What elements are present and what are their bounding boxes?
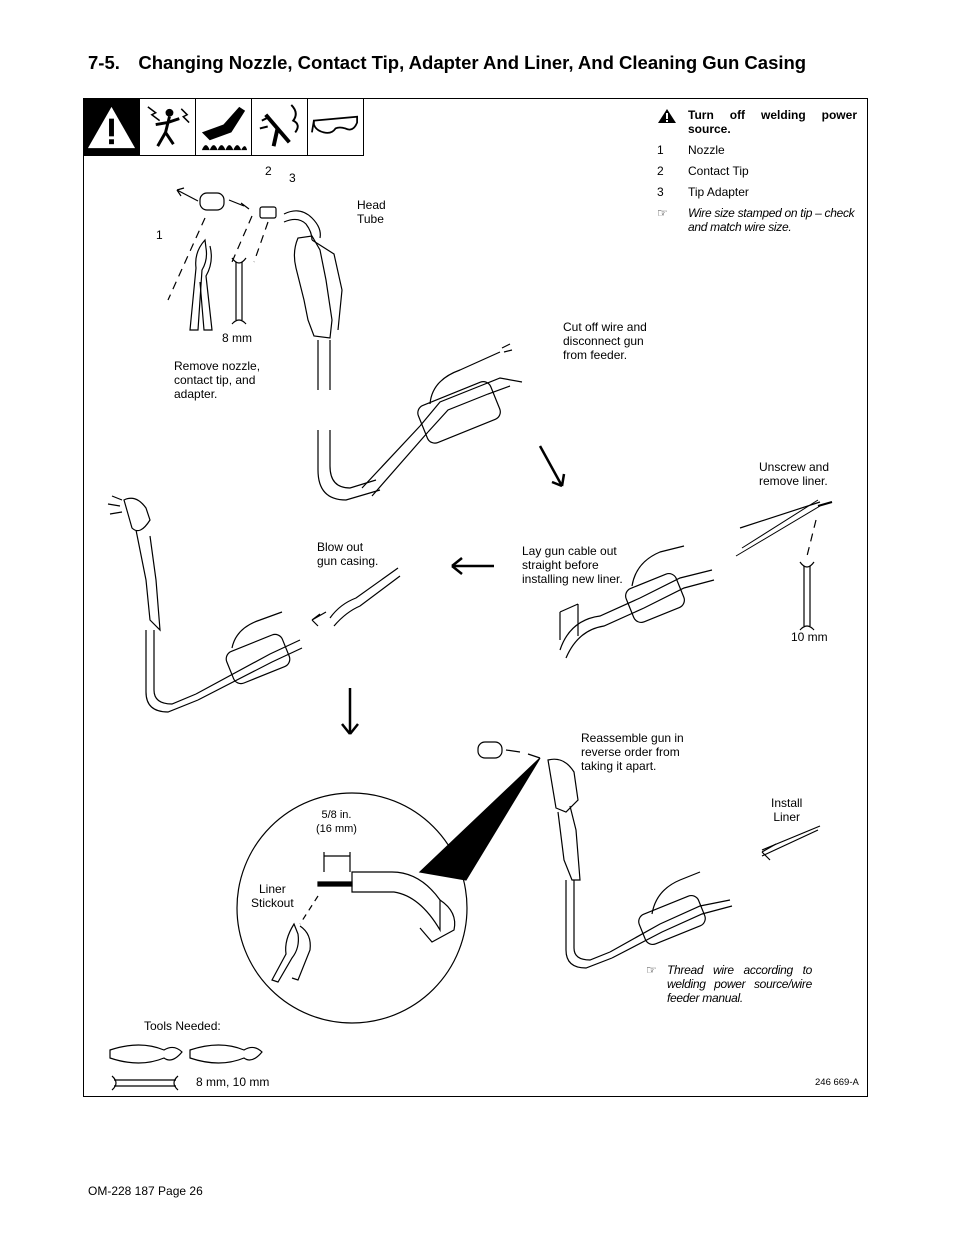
pointing-hand-icon: ☞: [646, 963, 657, 977]
electric-shock-icon: [140, 99, 196, 156]
legend-item: 2 Contact Tip: [657, 164, 857, 178]
install-liner-label: Install Liner: [771, 796, 803, 824]
stickout-dimension-label: 5/8 in. (16 mm): [316, 809, 357, 835]
remove-parts-label: Remove nozzle, contact tip, and adapter.: [174, 359, 261, 401]
unscrew-liner-label: Unscrew and remove liner.: [759, 460, 830, 488]
legend-label: Tip Adapter: [688, 185, 749, 199]
legend-num: 1: [657, 143, 664, 157]
figure-number: 246 669-A: [815, 1077, 859, 1088]
wrench-10mm-label: 10 mm: [791, 630, 828, 644]
thread-wire-note: ☞ Thread wire according to welding power…: [646, 963, 812, 1005]
legend-label: Contact Tip: [688, 164, 749, 178]
callout-3: 3: [289, 171, 296, 185]
legend-item: 1 Nozzle: [657, 143, 857, 157]
safety-icon-strip: [84, 99, 364, 156]
warning-small-icon: [657, 108, 688, 136]
legend: Turn off welding power source. 1 Nozzle …: [657, 108, 857, 241]
burn-hazard-icon: [252, 99, 308, 156]
wrench-8mm-label: 8 mm: [222, 331, 252, 345]
pointing-hand-icon: ☞: [657, 206, 668, 220]
cut-off-wire-label: Cut off wire and disconnect gun from fee…: [563, 320, 647, 362]
page-footer: OM-228 187 Page 26: [88, 1184, 203, 1198]
hot-parts-icon: [196, 99, 252, 156]
tool-sizes-label: 8 mm, 10 mm: [196, 1075, 270, 1089]
blow-out-label: Blow out gun casing.: [317, 540, 379, 568]
legend-num: 2: [657, 164, 664, 178]
legend-num: 3: [657, 185, 664, 199]
figure-frame: [83, 98, 868, 1097]
callout-2: 2: [265, 164, 272, 178]
callout-1: 1: [156, 228, 163, 242]
tools-needed-label: Tools Needed:: [144, 1019, 221, 1033]
page-title: 7-5. Changing Nozzle, Contact Tip, Adapt…: [88, 52, 807, 73]
warning-triangle-icon: [84, 99, 140, 156]
legend-warning: Turn off welding power source.: [688, 108, 857, 136]
safety-glasses-icon: [308, 99, 364, 156]
head-tube-label: Head Tube: [357, 198, 386, 226]
legend-item: 3 Tip Adapter: [657, 185, 857, 199]
legend-note: Wire size stamped on tip – check and mat…: [688, 206, 855, 234]
liner-stickout-label: Liner Stickout: [251, 882, 294, 910]
legend-label: Nozzle: [688, 143, 725, 157]
lay-gun-label: Lay gun cable out straight before instal…: [522, 544, 623, 586]
reassemble-label: Reassemble gun in reverse order from tak…: [581, 731, 684, 773]
